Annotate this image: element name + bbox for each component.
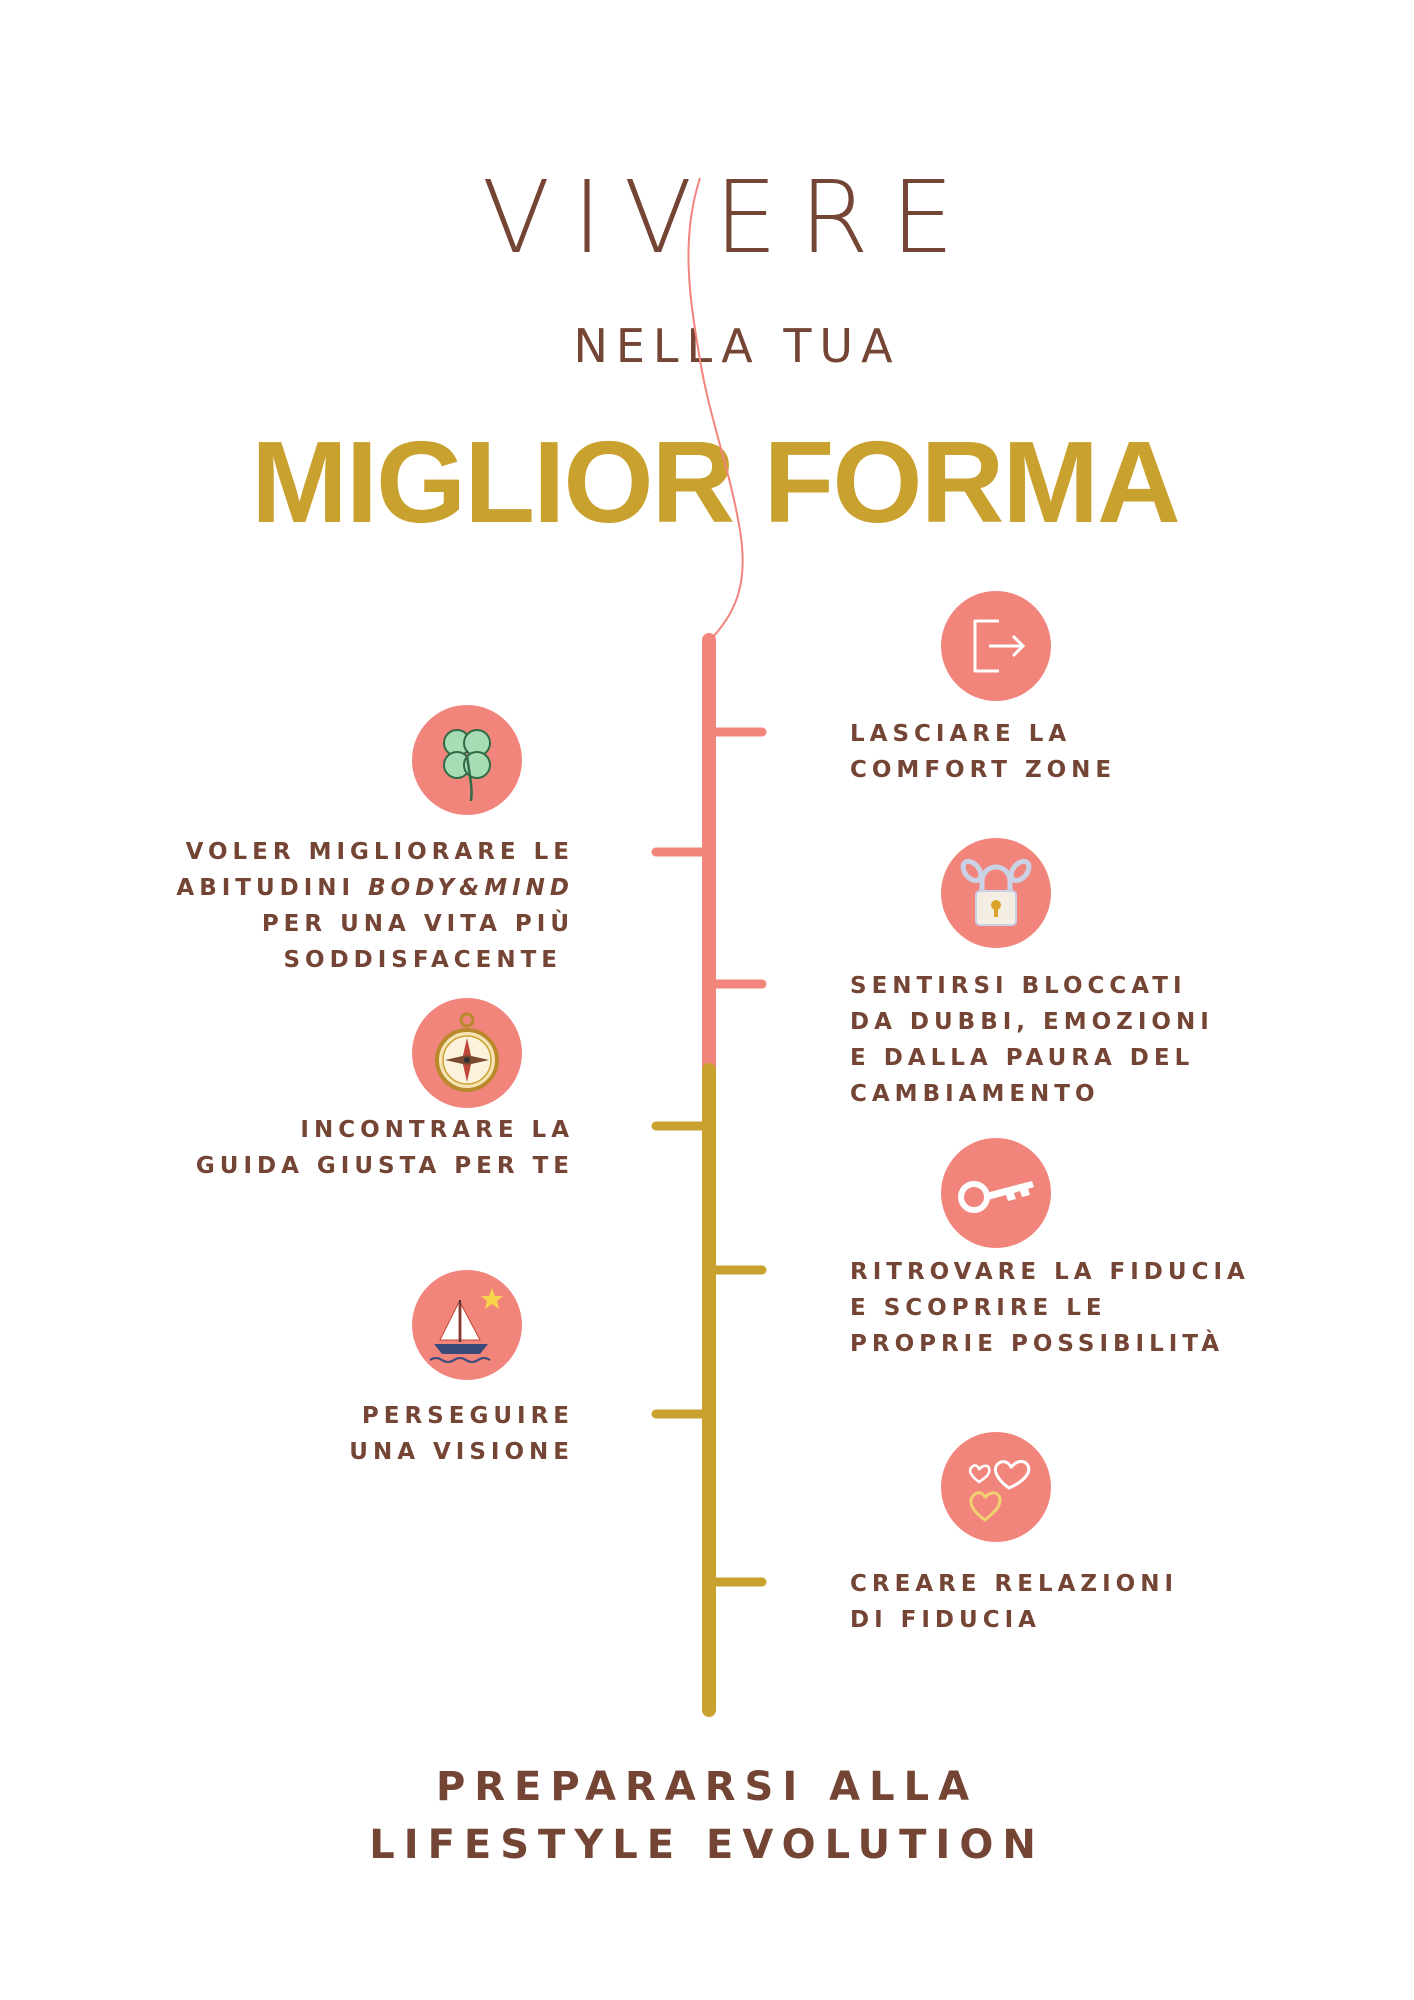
- title-miglior-forma: MIGLIOR FORMA: [251, 417, 1181, 547]
- compass-icon: [412, 998, 522, 1108]
- footer-line-2: LIFESTYLE EVOLUTION: [369, 1822, 1045, 1868]
- step-label-visione: PERSEGUIRE UNA VISIONE: [349, 1403, 574, 1465]
- step-label-body-mind: VOLER MIGLIORARE LE ABITUDINI BODY&MIND …: [176, 839, 574, 973]
- footer-line-1: PREPARARSI ALLA: [435, 1764, 979, 1810]
- footer-tagline: PREPARARSI ALLA LIFESTYLE EVOLUTION: [0, 1758, 1414, 1874]
- step-label-comfort-zone: LASCIARE LA COMFORT ZONE: [850, 721, 1117, 783]
- title-vivere: VIVERE: [481, 159, 977, 276]
- step-label-guida-giusta: INCONTRARE LA GUIDA GIUSTA PER TE: [195, 1117, 574, 1179]
- step-label-fiducia: RITROVARE LA FIDUCIA E SCOPRIRE LE PROPR…: [850, 1259, 1250, 1357]
- hearts-icon: [941, 1432, 1051, 1542]
- key-icon: [941, 1138, 1051, 1248]
- four-leaf-clover-icon: [412, 705, 522, 815]
- decorative-thread: [687, 177, 744, 639]
- title-nella-tua: NELLA TUA: [573, 319, 901, 373]
- step-label-relazioni: CREARE RELAZIONI DI FIDUCIA: [850, 1571, 1179, 1633]
- padlock-chain-icon: [941, 838, 1051, 948]
- exit-door-icon: [941, 591, 1051, 701]
- sailboat-star-icon: [412, 1270, 522, 1380]
- step-label-sentirsi-bloccati: SENTIRSI BLOCCATI DA DUBBI, EMOZIONI E D…: [850, 973, 1214, 1107]
